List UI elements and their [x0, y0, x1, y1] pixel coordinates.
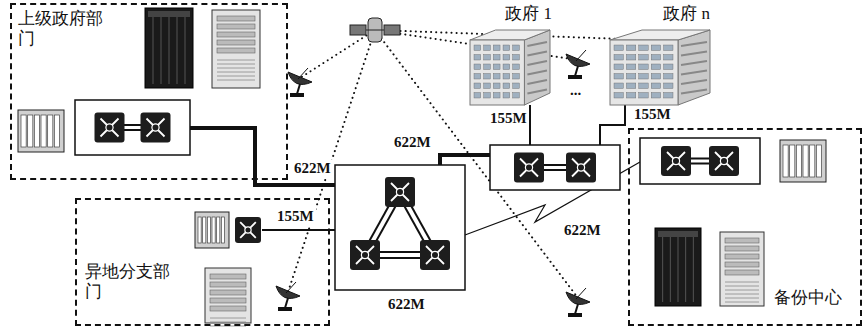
storage-array — [780, 140, 826, 182]
fiber-link — [190, 128, 335, 185]
bandwidth-label: 622M — [292, 160, 333, 177]
site-label: 异地分支部门 — [85, 262, 175, 303]
switch-stack — [75, 100, 190, 155]
satellite-link — [300, 30, 375, 78]
switch-stack — [490, 145, 620, 190]
government-building — [470, 30, 550, 105]
site-label: 备份中心 — [774, 288, 858, 308]
ellipsis-mark: ... — [568, 82, 583, 99]
fiber-link — [440, 155, 490, 165]
government-site: 政府 1 — [470, 2, 552, 105]
switch-icon — [235, 217, 261, 243]
tower-server — [720, 232, 764, 306]
bandwidth-label: 622M — [386, 296, 427, 313]
site-label: 政府 n — [652, 4, 710, 24]
satellite-link — [288, 30, 375, 292]
site-region: 备份中心 — [628, 128, 862, 326]
satellite — [350, 18, 400, 42]
switch-icon — [709, 146, 739, 176]
switch-icon — [514, 153, 544, 183]
bandwidth-label: 622M — [562, 222, 603, 239]
site-label: 政府 1 — [490, 4, 552, 24]
satellite-dish — [566, 50, 590, 79]
switch-icon — [385, 177, 415, 207]
bandwidth-label: 622M — [392, 134, 433, 151]
switch-stack — [640, 138, 760, 184]
switch-icon — [661, 146, 691, 176]
satellite-dish — [288, 68, 312, 97]
rack-server — [145, 8, 193, 88]
switch-icon — [141, 113, 171, 143]
satellite-dish — [276, 282, 300, 311]
rack-server — [655, 228, 701, 306]
switch-icon — [420, 240, 450, 270]
bandwidth-label: 155M — [488, 110, 529, 127]
switch-icon — [95, 113, 125, 143]
fiber-link — [262, 229, 335, 231]
site-region: 上级政府部门 — [10, 3, 288, 180]
storage-array — [18, 110, 64, 152]
fiber-link — [600, 105, 625, 145]
bandwidth-label: 155M — [632, 106, 673, 123]
switch-icon — [566, 153, 596, 183]
storage-array — [195, 212, 229, 248]
satellite-link — [375, 30, 650, 40]
switch-icon — [350, 240, 380, 270]
fiber-link — [529, 105, 531, 145]
government-building — [610, 30, 710, 105]
bandwidth-label: 155M — [275, 208, 316, 225]
site-label: 上级政府部门 — [18, 9, 108, 50]
core-switch-group — [335, 165, 465, 290]
government-site: 政府 n — [610, 2, 710, 105]
tower-server — [205, 268, 251, 329]
tower-server — [212, 10, 260, 88]
satellite-dish — [566, 288, 590, 317]
